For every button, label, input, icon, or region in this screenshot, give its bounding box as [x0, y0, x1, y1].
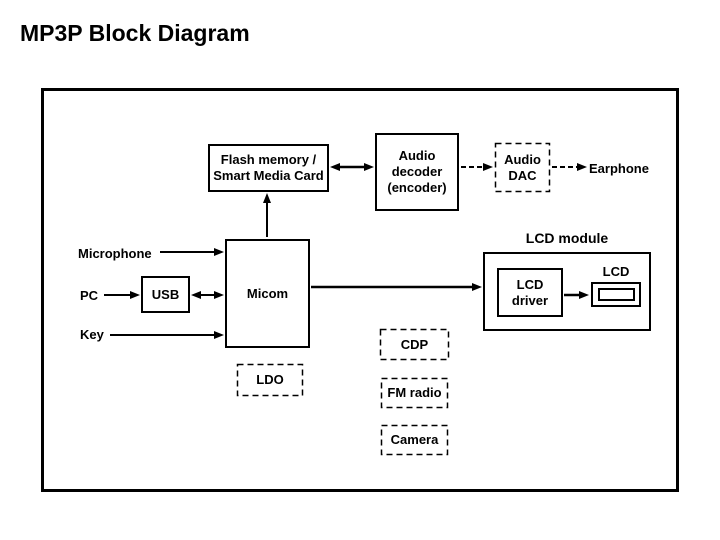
block-camera: Camera [381, 425, 448, 455]
block-flash-memory: Flash memory / Smart Media Card [208, 144, 329, 192]
block-micom: Micom [225, 239, 310, 348]
label-earphone: Earphone [589, 161, 649, 176]
block-lcd-driver: LCD driver [497, 268, 563, 317]
block-audio-dac-label: Audio DAC [504, 151, 541, 183]
diagram-frame [41, 88, 679, 492]
block-audio-decoder-label: Audio decoder (encoder) [387, 148, 447, 195]
block-ldo-label: LDO [256, 372, 284, 387]
block-usb: USB [141, 276, 190, 313]
block-audio-decoder: Audio decoder (encoder) [375, 133, 459, 211]
block-fm-radio: FM radio [381, 378, 448, 408]
label-microphone: Microphone [78, 246, 152, 261]
block-cdp-label: CDP [400, 336, 429, 352]
page-title: MP3P Block Diagram [20, 20, 250, 46]
block-lcd-driver-label: LCD driver [511, 276, 549, 308]
label-lcd: LCD [602, 264, 630, 279]
block-usb-label: USB [151, 286, 180, 302]
label-key: Key [80, 327, 104, 342]
block-fm-radio-label: FM radio [387, 385, 442, 400]
block-lcd-module [483, 252, 651, 331]
block-cdp: CDP [380, 329, 449, 360]
block-audio-dac: Audio DAC [495, 143, 550, 192]
lcd-screen [591, 282, 641, 307]
label-lcd-module: LCD module [525, 230, 609, 246]
block-flash-memory-label: Flash memory / Smart Media Card [213, 152, 324, 183]
label-pc: PC [80, 288, 99, 303]
block-camera-label: Camera [390, 432, 439, 447]
block-micom-label: Micom [246, 285, 289, 301]
lcd-screen-inner [597, 288, 635, 301]
block-ldo: LDO [237, 364, 303, 396]
